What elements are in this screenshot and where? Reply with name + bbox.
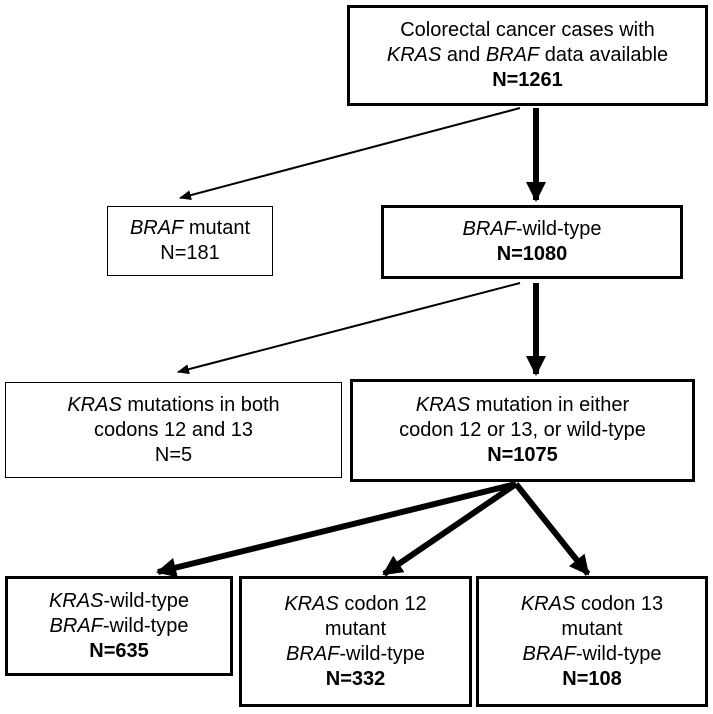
box-braf-wild-type-count: N=1080 xyxy=(496,243,568,265)
box-kras-both-line2: codons 12 and 13 xyxy=(93,418,254,441)
box-all-cases: Colorectal cancer cases with KRAS and BR… xyxy=(347,5,708,106)
box-braf-mutant-count: N=181 xyxy=(160,242,220,264)
box-kras-both-count: N=5 xyxy=(154,443,193,466)
box-kras-wild-type-line1: KRAS-wild-type xyxy=(48,589,190,612)
box-kras-either: KRAS mutation in either codon 12 or 13, … xyxy=(350,379,695,482)
box-codon12-line1: KRAS codon 12 xyxy=(284,592,427,615)
box-codon12-line3: BRAF-wild-type xyxy=(286,642,425,665)
box-kras-codon13: KRAS codon 13 mutant BRAF-wild-type N=10… xyxy=(476,576,708,707)
box-all-cases-count: N=1261 xyxy=(492,69,563,91)
box-braf-wild-type: BRAF-wild-type N=1080 xyxy=(381,205,683,279)
box-codon13-line2: mutant xyxy=(561,617,623,640)
arrow-to-braf-mutant xyxy=(179,107,521,201)
box-kras-either-count: N=1075 xyxy=(487,444,558,466)
box-kras-either-line1: KRAS mutation in either xyxy=(415,394,630,416)
box-codon12-line2: mutant xyxy=(324,617,387,640)
box-codon13-line3: BRAF-wild-type xyxy=(522,642,662,665)
box-all-cases-line1: Colorectal cancer cases with xyxy=(400,19,655,41)
arrow-to-kras-wild-type xyxy=(156,481,517,578)
box-kras-codon12: KRAS codon 12 mutant BRAF-wild-type N=33… xyxy=(239,576,472,707)
box-braf-wild-type-label: BRAF-wild-type xyxy=(462,218,602,240)
box-kras-both-codons: KRAS mutations in both codons 12 and 13 … xyxy=(5,382,342,478)
box-braf-mutant: BRAF mutant N=181 xyxy=(107,206,273,276)
arrow-to-kras-both xyxy=(177,282,521,375)
box-codon13-line1: KRAS codon 13 xyxy=(520,592,664,615)
box-kras-either-line2: codon 12 or 13, or wild-type xyxy=(399,419,646,441)
box-codon12-count: N=332 xyxy=(325,667,386,690)
box-kras-wild-type-line2: BRAF-wild-type xyxy=(49,614,189,637)
box-codon13-count: N=108 xyxy=(562,667,622,690)
arrow-to-codon12 xyxy=(382,481,518,577)
box-kras-wild-type-count: N=635 xyxy=(89,639,149,662)
arrow-to-codon13 xyxy=(513,482,591,576)
box-kras-both-line1: KRAS mutations in both xyxy=(67,393,280,416)
box-all-cases-line2: KRAS and BRAF data available xyxy=(386,44,669,66)
box-kras-wild-type: KRAS-wild-type BRAF-wild-type N=635 xyxy=(5,576,233,676)
box-braf-mutant-label: BRAF mutant xyxy=(129,217,251,239)
